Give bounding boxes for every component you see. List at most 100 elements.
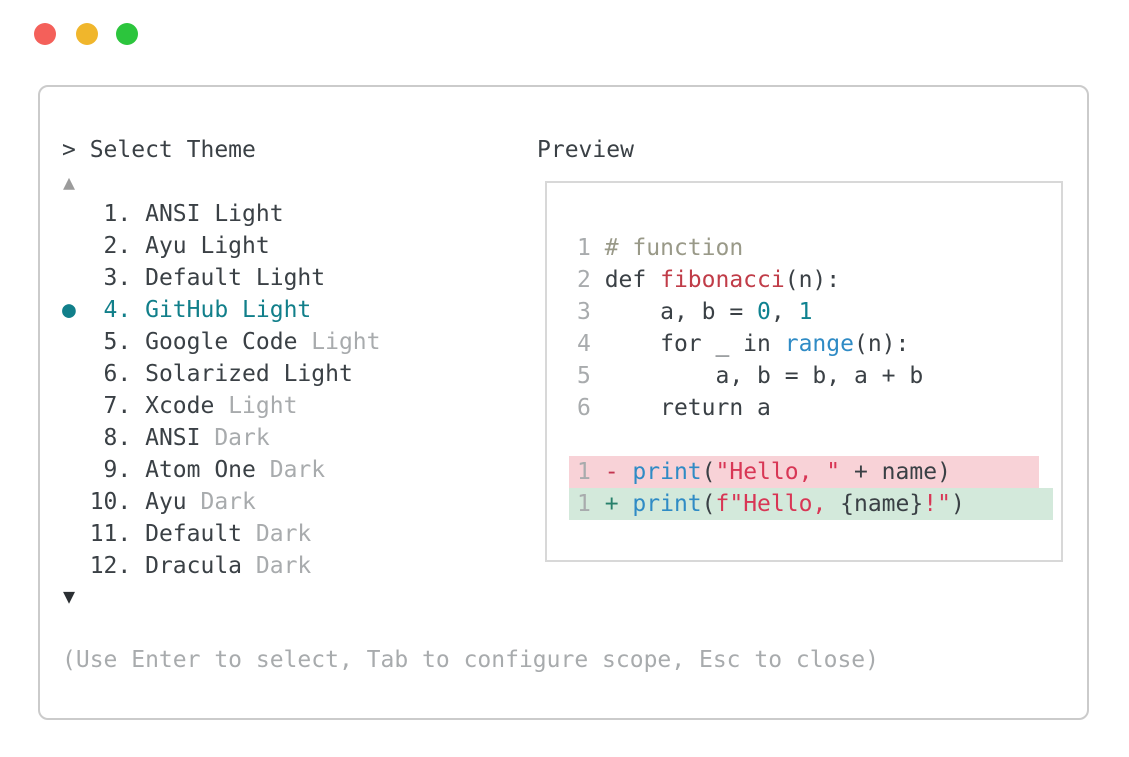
code-line-content: 1 # function	[569, 232, 743, 264]
theme-list: 1. ANSI Light 2. Ayu Light 3. Default Li…	[62, 198, 381, 582]
code-token-ln: 6	[577, 395, 605, 421]
theme-list-item-7[interactable]: 7. Xcode Light	[62, 390, 381, 422]
theme-list-item-2[interactable]: 2. Ayu Light	[62, 230, 381, 262]
code-line: 6 return a	[569, 392, 1061, 424]
item-marker-space	[62, 553, 90, 579]
theme-item-variant-muted: Dark	[242, 553, 312, 579]
code-token-plain: for _ in	[604, 331, 785, 357]
theme-item-variant-muted: Dark	[242, 521, 312, 547]
theme-list-item-9[interactable]: 9. Atom One Dark	[62, 454, 381, 486]
theme-item-number: 12.	[89, 553, 146, 579]
diff-line-removed: 1 - print("Hello, " + name)	[569, 456, 1061, 488]
code-token-plain: (	[701, 491, 716, 517]
theme-item-name: Default	[145, 521, 243, 547]
code-token-ln: 4	[577, 331, 605, 357]
code-line: 5 a, b = b, a + b	[569, 360, 1061, 392]
footer-hint: (Use Enter to select, Tab to configure s…	[62, 647, 879, 673]
theme-item-variant-muted: Dark	[255, 457, 326, 483]
code-token-del: -	[604, 459, 633, 485]
item-marker-space	[62, 521, 90, 547]
item-marker-space	[62, 265, 90, 291]
theme-item-name: Ayu	[145, 489, 187, 515]
theme-item-number: 2.	[89, 233, 146, 259]
code-token-plain: (n):	[784, 267, 841, 293]
theme-list-item-10[interactable]: 10. Ayu Dark	[62, 486, 381, 518]
theme-item-name: Default Light	[145, 265, 326, 291]
code-token-str: "Hello, "	[715, 459, 841, 485]
item-marker-space	[62, 489, 90, 515]
theme-selector-dialog: > Select Theme ▲ 1. ANSI Light 2. Ayu Li…	[38, 85, 1089, 720]
theme-list-item-11[interactable]: 11. Default Dark	[62, 518, 381, 550]
code-token-call: print	[632, 459, 702, 485]
code-token-ln: 1	[577, 235, 605, 261]
code-line: 2 def fibonacci(n):	[569, 264, 1061, 296]
theme-item-name: ANSI	[145, 425, 201, 451]
code-token-plain: a, b =	[604, 299, 758, 325]
code-token-plain: (	[701, 459, 716, 485]
code-token-num: 1	[798, 299, 813, 325]
theme-item-name: Xcode	[145, 393, 215, 419]
code-line-content: 3 a, b = 0, 1	[569, 296, 812, 328]
code-token-plain: return a	[604, 395, 771, 421]
theme-item-variant-muted: Light	[297, 329, 381, 355]
code-token-add: +	[604, 491, 633, 517]
code-token-func: fibonacci	[660, 267, 785, 293]
code-token-comment: # function	[604, 235, 744, 261]
item-marker-space	[62, 425, 90, 451]
theme-list-item-12[interactable]: 12. Dracula Dark	[62, 550, 381, 582]
code-token-ln: 1	[577, 459, 605, 485]
maximize-button[interactable]	[116, 23, 138, 45]
code-token-ln: 2	[577, 267, 605, 293]
code-token-call: print	[632, 491, 702, 517]
theme-item-name: Google Code	[145, 329, 298, 355]
theme-item-variant-muted: Dark	[186, 489, 256, 515]
close-button[interactable]	[34, 23, 56, 45]
code-token-plain: {name}	[840, 491, 924, 517]
theme-item-name: Ayu Light	[145, 233, 270, 259]
code-line-content: 5 a, b = b, a + b	[569, 360, 923, 392]
theme-item-number: 10.	[89, 489, 146, 515]
theme-item-number: 7.	[89, 393, 146, 419]
theme-item-number: 9.	[89, 457, 146, 483]
code-token-plain: )	[950, 491, 965, 517]
selected-item-bullet-icon: ●	[62, 297, 90, 323]
theme-item-number: 4.	[89, 297, 146, 323]
theme-item-number: 6.	[89, 361, 146, 387]
code-line-content: 1 + print(f"Hello, {name}!")	[569, 488, 1053, 520]
code-token-ln: 3	[577, 299, 605, 325]
theme-list-item-3[interactable]: 3. Default Light	[62, 262, 381, 294]
code-line-content: 4 for _ in range(n):	[569, 328, 909, 360]
code-line: 1 # function	[569, 232, 1061, 264]
theme-list-item-4[interactable]: ● 4. GitHub Light	[62, 294, 381, 326]
scroll-up-indicator-icon: ▲	[63, 170, 76, 194]
minimize-button[interactable]	[76, 23, 98, 45]
theme-list-item-5[interactable]: 5. Google Code Light	[62, 326, 381, 358]
code-token-plain: (n):	[853, 331, 910, 357]
theme-item-number: 8.	[89, 425, 146, 451]
code-line-content: 1 - print("Hello, " + name)	[569, 456, 1039, 488]
code-token-ln: 5	[577, 363, 605, 389]
code-line: 4 for _ in range(n):	[569, 328, 1061, 360]
code-token-num: 0	[757, 299, 771, 325]
item-marker-space	[62, 233, 90, 259]
scroll-down-indicator-icon: ▼	[63, 584, 76, 608]
theme-item-name: ANSI Light	[145, 201, 284, 227]
code-line: 3 a, b = 0, 1	[569, 296, 1061, 328]
code-line-content: 2 def fibonacci(n):	[569, 264, 840, 296]
preview-label: Preview	[537, 137, 634, 163]
theme-list-item-8[interactable]: 8. ANSI Dark	[62, 422, 381, 454]
code-token-plain: def	[604, 267, 661, 293]
code-token-plain: a, b = b, a + b	[604, 363, 924, 389]
item-marker-space	[62, 361, 90, 387]
theme-item-number: 1.	[89, 201, 146, 227]
code-token-plain: ,	[770, 299, 799, 325]
code-line-content	[569, 424, 577, 456]
code-token-str: f"Hello,	[715, 491, 841, 517]
theme-item-name: Dracula	[145, 553, 243, 579]
item-marker-space	[62, 393, 90, 419]
theme-list-item-1[interactable]: 1. ANSI Light	[62, 198, 381, 230]
theme-list-item-6[interactable]: 6. Solarized Light	[62, 358, 381, 390]
code-line	[569, 424, 1061, 456]
diff-line-added: 1 + print(f"Hello, {name}!")	[569, 488, 1061, 520]
